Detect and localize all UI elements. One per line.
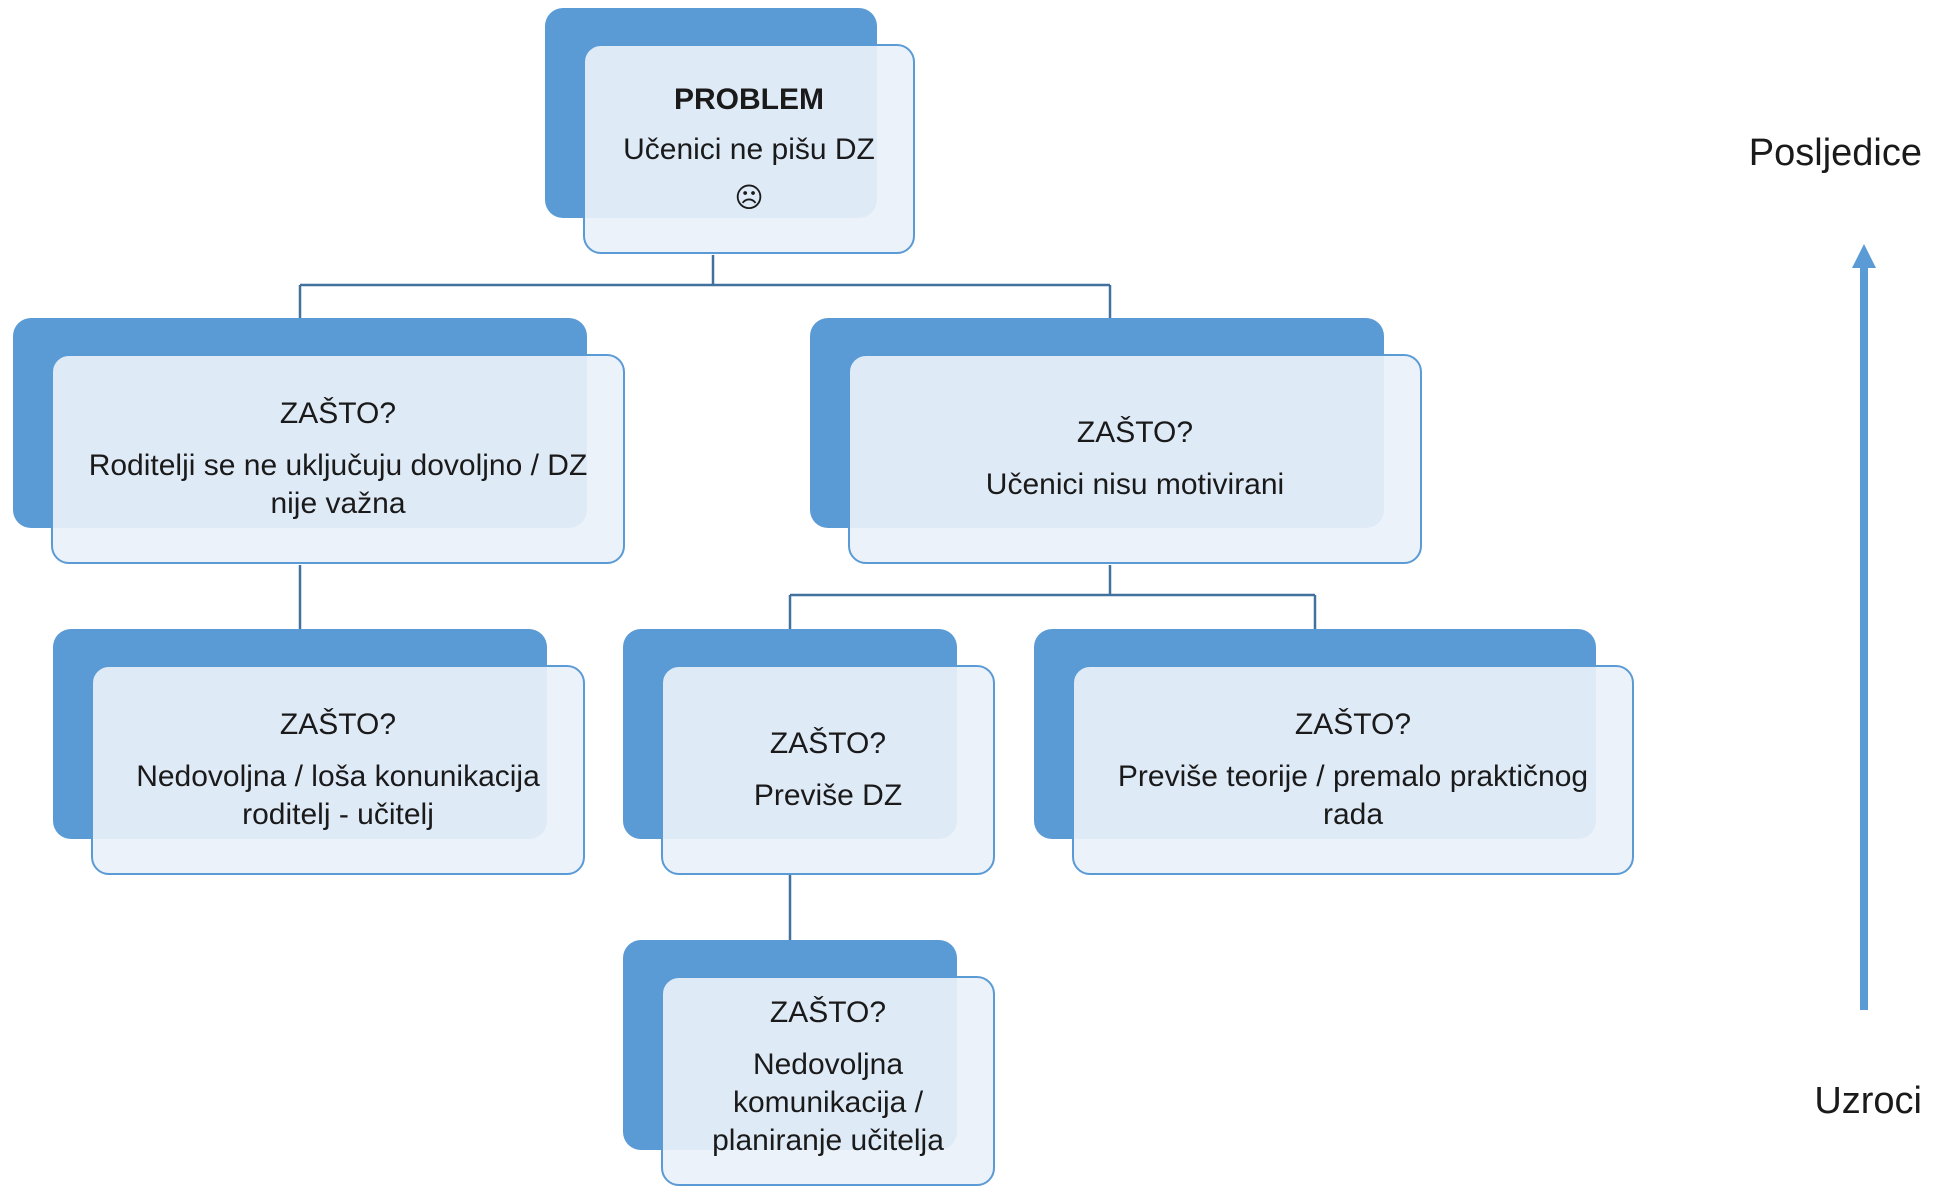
node-l1-left-box: ZAŠTO? Roditelji se ne uključuju dovoljn… (51, 354, 625, 564)
node-l2-middle-box: ZAŠTO? Previše DZ (661, 665, 995, 875)
node-l3-text: Nedovoljna komunikacija / planiranje uči… (712, 1048, 944, 1157)
node-l2-right-heading: ZAŠTO? (1294, 708, 1412, 741)
node-l1-left-heading: ZAŠTO? (279, 397, 397, 430)
node-l3-box: ZAŠTO? Nedovoljna komunikacija / planira… (661, 976, 995, 1186)
node-problem-text: Učenici ne pišu DZ (623, 133, 875, 166)
node-l1-left-text: Roditelji se ne uključuju dovoljno / DZ … (88, 449, 588, 520)
node-l1-right-heading: ZAŠTO? (1076, 416, 1194, 449)
node-l2-middle-heading: ZAŠTO? (769, 727, 887, 760)
node-l3-heading: ZAŠTO? (769, 996, 887, 1029)
consequences-label: Posljedice (1748, 132, 1922, 174)
causes-label: Uzroci (1814, 1080, 1922, 1122)
node-problem-box: PROBLEM Učenici ne pišu DZ ☹ (583, 44, 915, 254)
node-l1-right-text: Učenici nisu motivirani (985, 468, 1285, 501)
node-l2-right-box: ZAŠTO? Previše teorije / premalo praktič… (1072, 665, 1634, 875)
node-l2-middle-text: Previše DZ (753, 779, 903, 812)
causes-to-consequences-arrow-head (1852, 244, 1876, 268)
node-l2-left-box: ZAŠTO? Nedovoljna / loša konunikacija ro… (91, 665, 585, 875)
sad-face-icon: ☹ (734, 181, 764, 214)
node-problem-heading: PROBLEM (674, 83, 824, 116)
node-l2-left-heading: ZAŠTO? (279, 708, 397, 741)
node-l2-right-text: Previše teorije / premalo praktičnog rad… (1117, 760, 1589, 831)
node-l2-left-text: Nedovoljna / loša konunikacija roditelj … (136, 760, 540, 831)
node-l1-right-box: ZAŠTO? Učenici nisu motivirani (848, 354, 1422, 564)
